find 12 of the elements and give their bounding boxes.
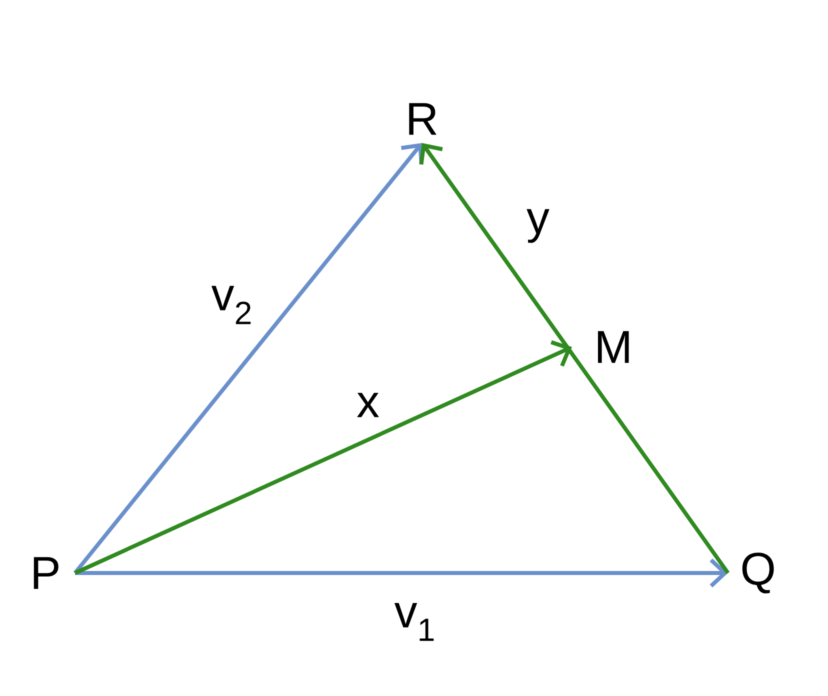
edge-label: x <box>356 392 380 418</box>
vector-arrow <box>419 143 730 574</box>
point-label: M <box>598 331 629 363</box>
vector-arrow <box>73 143 424 574</box>
edge-label: v$_{1}$ <box>393 602 437 642</box>
point-label: P <box>34 557 58 589</box>
point-label: R <box>409 103 436 135</box>
vector-arrow <box>74 340 572 575</box>
edge-label: v$_{2}$ <box>210 284 254 326</box>
vector-arrow <box>75 558 728 588</box>
point-label: Q <box>742 552 774 594</box>
edge-label: y <box>526 208 550 244</box>
